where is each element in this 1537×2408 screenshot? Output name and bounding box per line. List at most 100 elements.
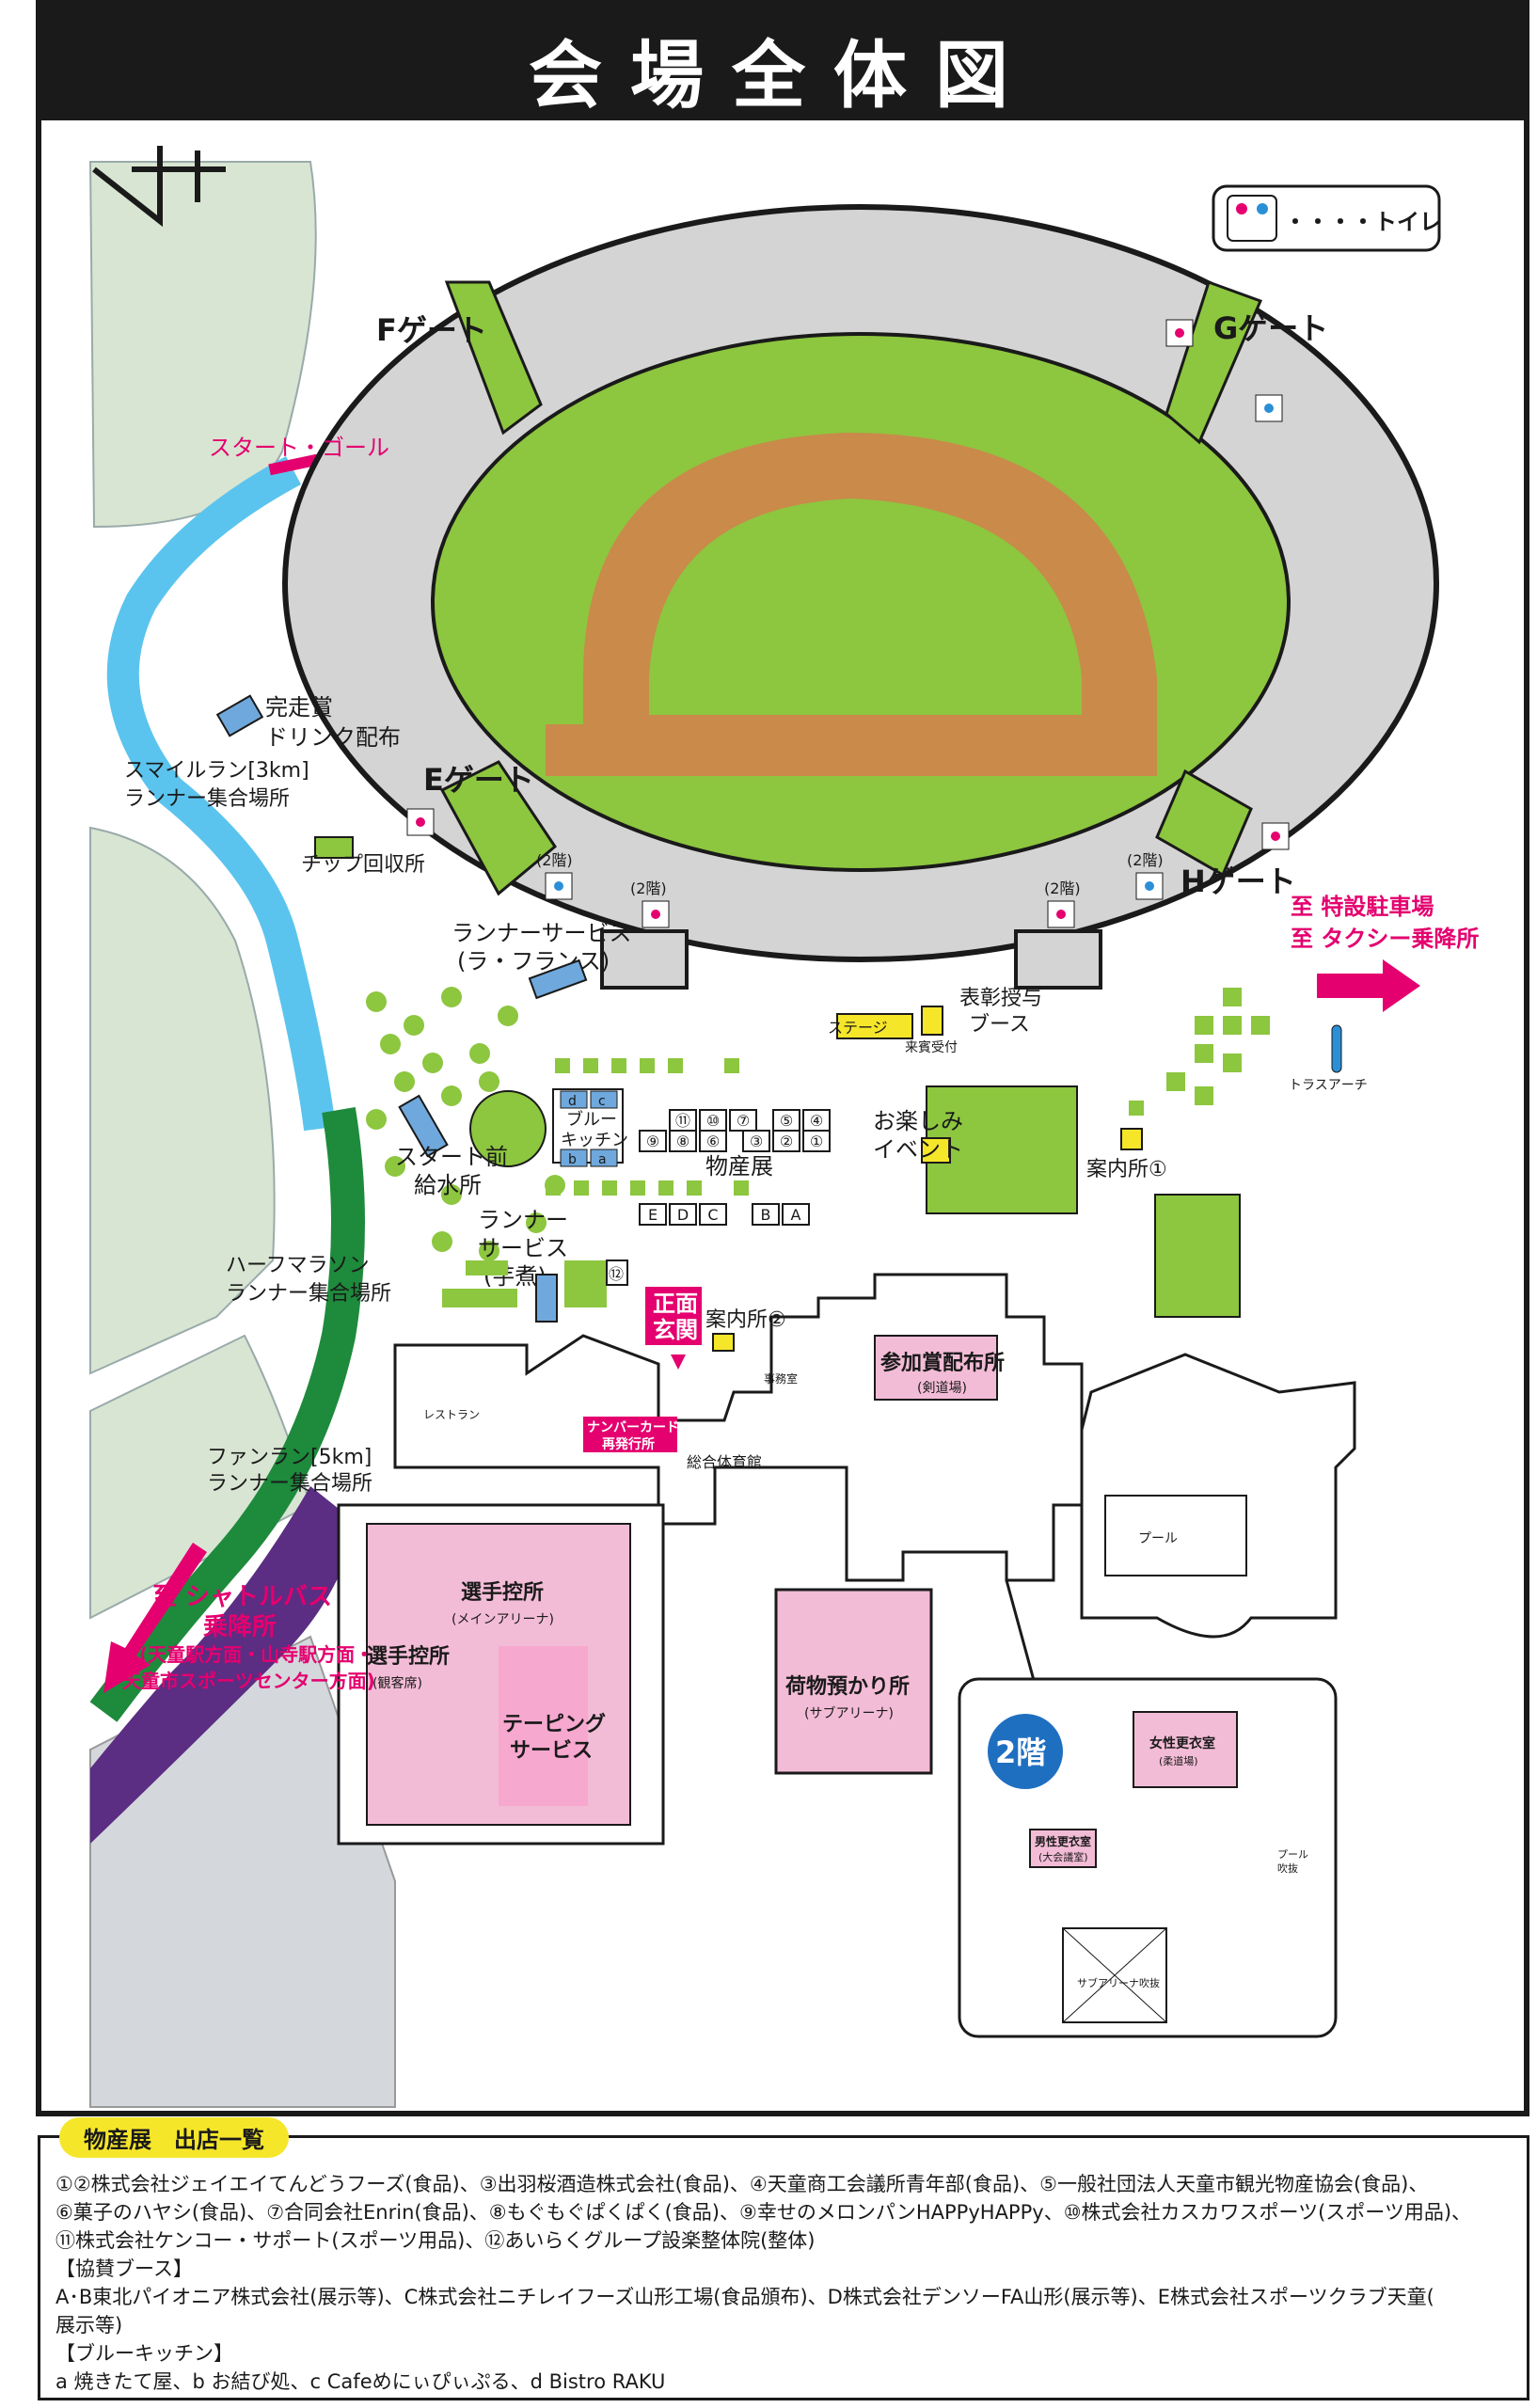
floor2-label-3: (2階) — [1044, 879, 1081, 897]
park-area-north — [88, 161, 317, 529]
prize-distribution-area — [874, 1335, 998, 1401]
void-cross-2 — [1062, 1927, 1167, 2023]
bussan-top-booth-label: ⑩ — [706, 1112, 720, 1130]
shop-list-line-4: 【協賛ブース】 — [55, 2258, 193, 2280]
shop-list-line-5: A･B東北パイオニア株式会社(展示等)、C株式会社ニチレイフーズ山形工場(食品頒… — [55, 2286, 1434, 2308]
bussan-top-east-booth-label: ⑤ — [780, 1112, 793, 1130]
sponsor-east-booth-label: A — [791, 1206, 801, 1224]
sponsor-booth — [699, 1203, 727, 1226]
kitchen-stall-d: d — [568, 1094, 577, 1109]
prize-sub-label: (剣道場) — [917, 1381, 967, 1396]
bussan-mid-booth — [669, 1130, 697, 1152]
stage-label: ステージ — [828, 1019, 888, 1037]
fun-run-meeting-label: ランナー集合場所 — [207, 1472, 372, 1496]
sponsor-booth-label: C — [707, 1206, 718, 1224]
number-card-sub-label: 再発行所 — [602, 1436, 655, 1452]
shop-list-line-3: ⑪株式会社ケンコー・サポート(スポーツ用品)、⑫あいらくグループ設楽整体院(整体… — [55, 2229, 816, 2252]
entrance-arrow-icon — [671, 1354, 686, 1370]
smile-run-label: スマイルラン[3km] — [124, 759, 309, 783]
men-locker-sub-label: (大会議室) — [1038, 1850, 1088, 1863]
bussan-top-booth-label: ⑪ — [675, 1112, 690, 1130]
women-locker-label: 女性更衣室 — [1149, 1735, 1215, 1751]
shop-list-line-7: 【ブルーキッチン】 — [55, 2342, 233, 2365]
runner-imoni-field — [564, 1260, 607, 1307]
to-parking-arrow-icon — [1317, 959, 1420, 1012]
fun-event-sub-label: イベント — [873, 1136, 963, 1163]
booth-12 — [606, 1259, 628, 1286]
restaurant-label: レストラン — [423, 1408, 480, 1421]
runner-service-booth — [528, 958, 588, 1000]
stadium-annex — [600, 929, 689, 990]
award-booth — [921, 1006, 943, 1036]
taping-label: テーピング — [502, 1712, 606, 1736]
bussan-label: 物産展 — [705, 1153, 773, 1180]
pool-void-sub-label: 吹抜 — [1277, 1861, 1298, 1875]
gate-e-opening — [439, 760, 557, 896]
start-goal-line — [268, 453, 319, 476]
gate-e-label: Eゲート — [423, 762, 534, 798]
bussan-mid-booth-label: ⑥ — [706, 1133, 720, 1150]
blue-kitchen-label: ブルー — [566, 1109, 617, 1130]
fun-event-booth — [921, 1137, 951, 1164]
finish-drink-booth — [215, 694, 264, 737]
number-card-sign — [583, 1417, 677, 1452]
runner-imoni-sub-label: サービス — [478, 1235, 568, 1261]
shop-list-line-2: ⑥菓子のハヤシ(食品)、⑦合同会社Enrin(食品)、⑧もぐもぐぱくぱく(食品)… — [55, 2201, 1472, 2224]
blue-kitchen-sub-label: キッチン — [561, 1131, 628, 1150]
finish-award-label: 完走賞 — [265, 694, 333, 721]
gym-label: 総合体育館 — [687, 1453, 762, 1471]
men-locker-label: 男性更衣室 — [1035, 1834, 1091, 1848]
bussan-mid-booth-label: ⑧ — [676, 1133, 689, 1150]
shop-list-title: 物産展 出店一覧 — [59, 2117, 289, 2158]
drink-distribution-label: ドリンク配布 — [265, 724, 401, 751]
men-locker-room — [1029, 1829, 1097, 1868]
bussan-mid-booth-label: ⑨ — [646, 1133, 659, 1150]
to-taxi-label: 至 タクシー乗降所 — [1291, 926, 1479, 952]
start-water-sub-label: 給水所 — [414, 1172, 482, 1198]
imoni-field-north — [466, 1260, 508, 1275]
toilet-legend-icon — [1227, 195, 1277, 242]
imoni-field-west — [442, 1289, 517, 1307]
toilet-legend-female-icon — [1236, 203, 1247, 214]
shop-list-line-1: ①②株式会社ジェイエイてんどうフーズ(食品)、③出羽桜酒造株式会社(食品)、④天… — [55, 2173, 1429, 2195]
taping-sub-label: サービス — [510, 1739, 593, 1763]
gate-f-label: Fゲート — [376, 312, 487, 348]
gate-f-opening — [444, 280, 543, 436]
bussan-top-booth-label: ⑦ — [737, 1112, 750, 1130]
reception-label: 来賓受付 — [905, 1039, 958, 1055]
track-straight — [546, 724, 1157, 776]
sponsor-east-booth-label: B — [761, 1206, 771, 1224]
floor2-label-4: (2階) — [1127, 851, 1164, 869]
fun-run-course — [90, 1486, 357, 1844]
bussan-mid-east-booth — [742, 1130, 770, 1152]
kitchen-stalls — [560, 1090, 618, 1167]
truss-arch-icon — [1331, 1024, 1342, 1073]
sponsor-booth — [639, 1203, 667, 1226]
smile-run-course — [106, 456, 336, 1132]
taping-area — [499, 1646, 588, 1806]
prize-label: 参加賞配布所 — [880, 1351, 1005, 1375]
shop-list-line-8: a 焼きたて屋、b お結び処、c Cafeめにぃぴぃぷる、d Bistro RA… — [55, 2370, 666, 2393]
pool-void-label: プール — [1277, 1848, 1308, 1861]
half-marathon-meeting-label: ランナー集合場所 — [226, 1282, 391, 1306]
bussan-mid-east-booth — [802, 1130, 831, 1152]
info1-booth — [1120, 1128, 1143, 1150]
sub-arena — [774, 1588, 933, 1775]
number-card-label: ナンバーカード — [587, 1420, 679, 1435]
sponsor-booth — [669, 1203, 697, 1226]
shop-list-line-6: 展示等) — [55, 2314, 123, 2337]
baggage-label: 荷物預かり所 — [785, 1674, 910, 1699]
bussan-mid-booth — [699, 1130, 727, 1152]
floor2-callout-line — [1005, 1579, 1037, 1685]
gate-h-opening — [1155, 768, 1253, 878]
imoni-booth — [535, 1274, 558, 1323]
main-entrance-label: 正面 — [653, 1291, 698, 1317]
waiting-main-label: 選手控所 — [461, 1580, 544, 1605]
shuttle-direction-label-1: (天童駅方面・山寺駅方面・ — [139, 1643, 373, 1666]
women-locker-sub-label: (柔道場) — [1159, 1754, 1198, 1767]
shuttle-label: 至 シャトルバス — [152, 1583, 332, 1611]
shuttle-direction-label-2: 天童市スポーツセンター方面) — [122, 1670, 375, 1692]
floor2-label-1: (2階) — [536, 851, 573, 869]
waiting-seat-label: 選手控所 — [367, 1644, 450, 1669]
stadium-annex-east — [1014, 929, 1102, 990]
